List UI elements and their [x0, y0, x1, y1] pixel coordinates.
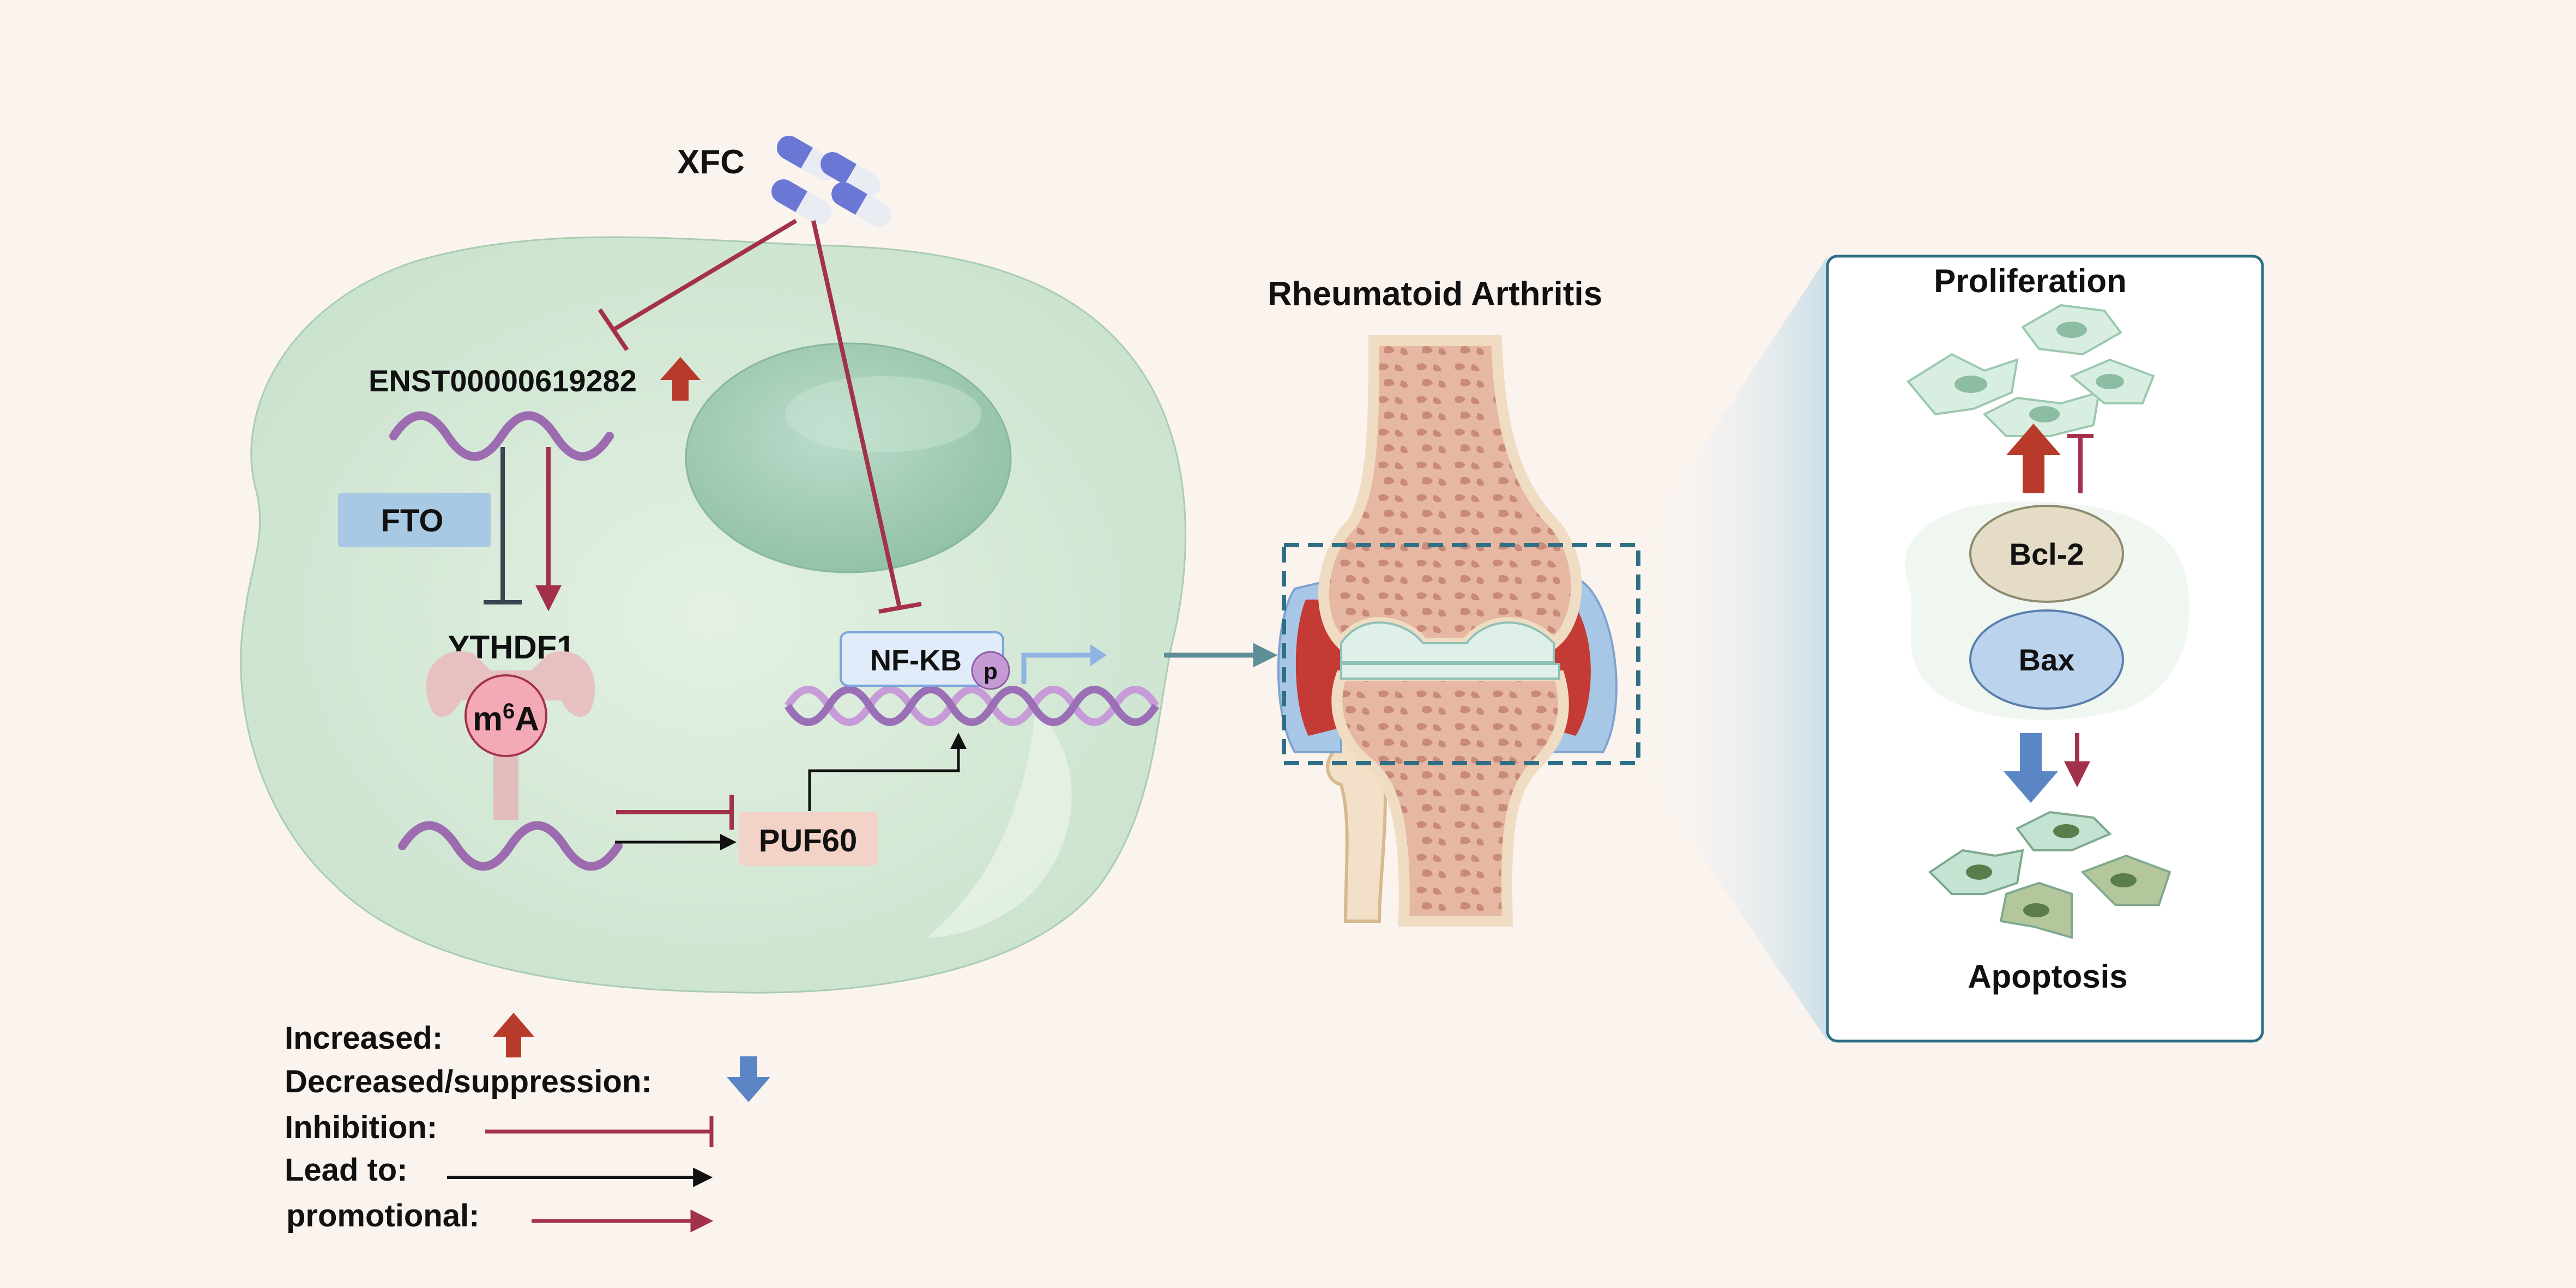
- nfkb-box: NF-KB: [840, 631, 1004, 687]
- legend-inhibition-icon: [485, 1116, 714, 1147]
- zoom-cone: [1638, 256, 1827, 1041]
- transcription-arrow-icon: [1021, 652, 1093, 684]
- puf60-box: PUF60: [739, 812, 878, 866]
- apoptotic-cells: [1928, 811, 2171, 939]
- knee-joint: [1277, 335, 1618, 927]
- m6a-end: A: [515, 700, 539, 738]
- xfc-inhibit-nfkb: [811, 220, 922, 614]
- puf60-leadto-nfkb: [808, 733, 967, 811]
- proliferation-up-arrow-icon: [2006, 424, 2061, 493]
- m6a-label: m6A: [473, 699, 539, 738]
- fto-label: FTO: [381, 503, 444, 539]
- transcription-arrow-head: [1090, 644, 1107, 666]
- nfkb-label: NF-KB: [870, 644, 962, 677]
- proliferation-label: Proliferation: [1934, 263, 2126, 299]
- cell-body: [240, 236, 1186, 994]
- legend-decreased-label: Decreased/suppression:: [285, 1064, 652, 1099]
- lncrna-label: ENST00000619282: [369, 364, 637, 398]
- m6a-superscript: 6: [503, 699, 515, 723]
- legend-decreased-icon: [727, 1056, 770, 1102]
- joint-title: Rheumatoid Arthritis: [1268, 275, 1602, 313]
- legend-leadto-label: Lead to:: [285, 1152, 408, 1188]
- legend-increased-icon: [493, 1013, 534, 1057]
- proliferation-inhibit-line: [2067, 434, 2094, 493]
- legend-promotional-label: promotional:: [286, 1198, 479, 1233]
- bax-label: Bax: [2019, 643, 2075, 677]
- m6a-base: m: [473, 700, 503, 738]
- pill-icon: [771, 136, 891, 227]
- xfc-inhibit-lncrna: [598, 219, 798, 352]
- bcl2-label: Bcl-2: [2010, 537, 2084, 571]
- cell-highlight: [927, 709, 1072, 938]
- dna-helix: [785, 686, 1159, 726]
- mrna-inhibit-puf60: [616, 795, 734, 830]
- cell: [240, 236, 1186, 994]
- fto-inhibit-line: [484, 447, 522, 604]
- mrna-strand: [398, 821, 623, 871]
- m6a-circle: [464, 674, 547, 757]
- phospho-circle: [971, 651, 1010, 690]
- drug-label: XFC: [677, 143, 745, 181]
- m6a-stem: [493, 752, 518, 820]
- bax-ellipse: [1969, 609, 2124, 710]
- phospho-label: p: [984, 658, 998, 684]
- puf60-label: PUF60: [759, 823, 858, 858]
- increased-arrow-icon: [660, 357, 701, 401]
- lncrna-strand: [389, 411, 614, 461]
- legend-increased-label: Increased:: [285, 1020, 443, 1056]
- nucleus: [685, 342, 1012, 573]
- fto-box: FTO: [338, 493, 491, 547]
- apoptosis-down-arrow-icon: [2004, 733, 2058, 803]
- outcome-panel: Proliferation Bcl-2 Bax: [1826, 255, 2264, 1043]
- legend: Increased: Decreased/suppression: Inhibi…: [285, 1013, 770, 1233]
- proliferating-cells: [1906, 304, 2155, 437]
- bcl2-ellipse: [1969, 505, 2124, 603]
- apoptosis-label: Apoptosis: [1968, 958, 2127, 995]
- legend-inhibition-label: Inhibition:: [285, 1110, 437, 1145]
- nucleus-highlight: [785, 376, 981, 452]
